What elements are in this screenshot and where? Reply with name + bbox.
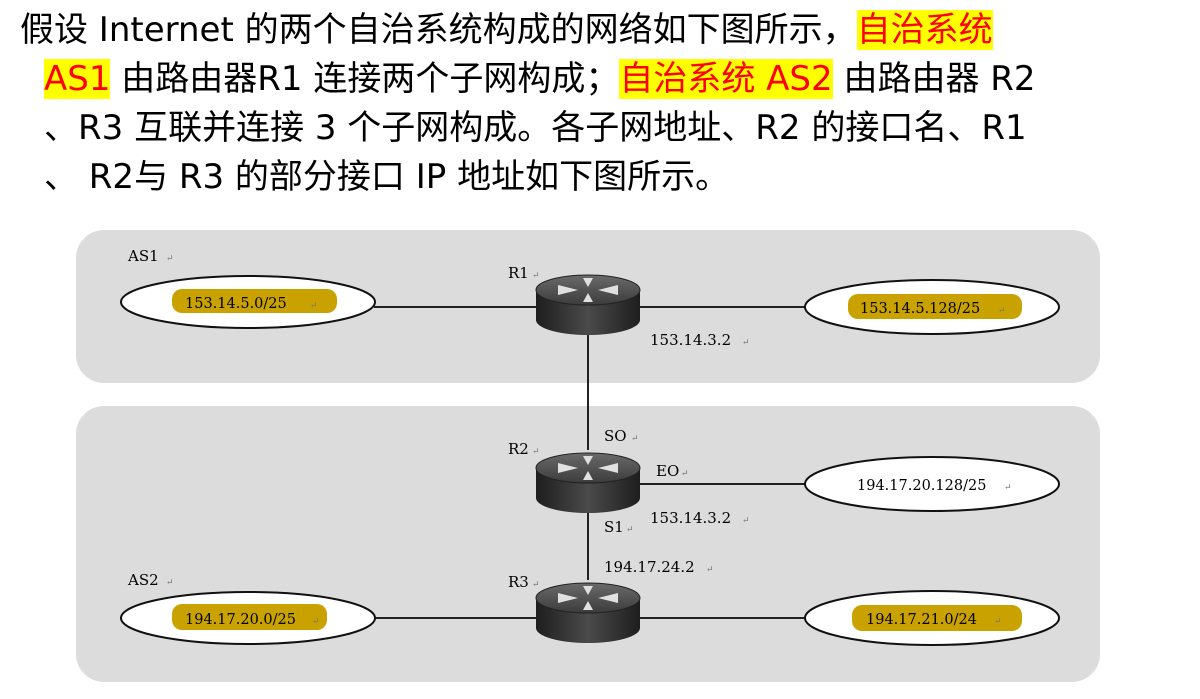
question-line-1-highlight: 自治系统 [856,10,993,50]
return-mark: ↵ [706,565,714,575]
question-line-2-text-1: 由路由器R1 连接两个子网构成； [110,59,620,99]
question-line-1-text: 假设 Internet 的两个自治系统构成的网络如下图所示， [20,10,857,50]
return-mark: ↵ [532,580,540,590]
return-mark: ↵ [626,525,634,535]
question-line-1: 假设 Internet 的两个自治系统构成的网络如下图所示，自治系统 [20,9,993,51]
question-line-2-text-2: 由路由器 R2 [832,59,1036,99]
return-mark: ↵ [310,301,318,311]
router-r3-label: R3 [508,573,529,591]
return-mark: ↵ [681,469,689,479]
subnet-as2-e0: 194.17.20.128/25 ↵ [804,456,1060,512]
router-r1-icon [535,274,641,335]
subnet-as1-left: 153.14.5.0/25 ↵ [120,275,376,329]
router-r2-label: R2 [508,440,529,458]
r3-interface-ip: 194.17.24.2 [604,558,695,576]
return-mark: ↵ [312,617,320,627]
question-line-2: AS1 由路由器R1 连接两个子网构成；自治系统 AS2 由路由器 R2 [44,58,1036,100]
return-mark: ↵ [166,578,174,588]
return-mark: ↵ [994,617,1002,627]
question-text: 假设 Internet 的两个自治系统构成的网络如下图所示，自治系统 AS1 由… [0,0,1200,210]
as1-label: AS1 [127,247,159,265]
router-r2-icon [535,452,641,513]
r1-interface-ip: 153.14.3.2 [650,331,731,349]
subnet-as2-left-highlight [172,604,327,630]
return-mark: ↵ [1004,483,1012,493]
router-r1-label: R1 [508,264,529,282]
return-mark: ↵ [631,434,639,444]
subnet-as2-right: 194.17.21.0/24 ↵ [804,590,1060,646]
subnet-as1-right-highlight [848,294,1022,319]
return-mark: ↵ [532,447,540,457]
subnet-as1-left-highlight [172,289,337,313]
question-line-3-text: 、R3 互联并连接 3 个子网构成。各子网地址、R2 的接口名、R1 [44,108,1027,148]
question-line-4: 、 R2与 R3 的部分接口 IP 地址如下图所示。 [44,156,729,198]
subnet-as2-right-label: 194.17.21.0/24 [866,612,977,628]
subnet-as1-left-label: 153.14.5.0/25 [185,296,287,312]
r2-interface-s0: SO [604,427,627,445]
subnet-as1-right-label: 153.14.5.128/25 [860,301,980,317]
r2-s1-ip: 153.14.3.2 [650,509,731,527]
subnet-as2-left: 194.17.20.0/25 ↵ [120,591,376,645]
subnet-as2-right-highlight [852,605,1022,631]
question-line-2-highlight-as2: 自治系统 AS2 [619,59,833,99]
return-mark: ↵ [998,306,1006,316]
r2-interface-s1: S1 [604,518,624,536]
as2-label: AS2 [127,571,159,589]
subnet-as2-e0-label: 194.17.20.128/25 [857,478,986,494]
return-mark: ↵ [532,271,540,281]
question-line-4-text: 、 R2与 R3 的部分接口 IP 地址如下图所示。 [44,157,730,197]
subnet-as1-right: 153.14.5.128/25 ↵ [804,279,1060,335]
question-line-2-highlight-as1: AS1 [44,59,111,99]
return-mark: ↵ [742,338,750,348]
return-mark: ↵ [742,516,750,526]
router-r3-icon [535,582,641,643]
question-line-3: 、R3 互联并连接 3 个子网构成。各子网地址、R2 的接口名、R1 [44,107,1027,149]
r2-interface-e0: EO [656,462,679,480]
subnet-as2-left-label: 194.17.20.0/25 [185,612,296,628]
return-mark: ↵ [166,254,174,264]
